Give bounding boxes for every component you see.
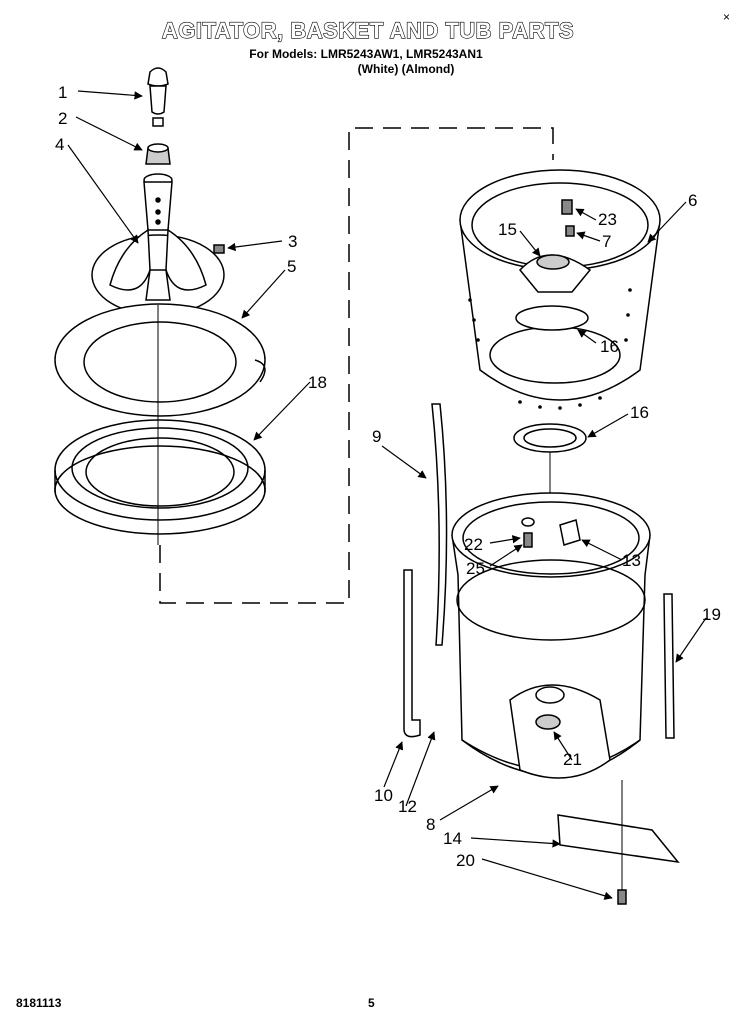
callout-1: 1 bbox=[58, 83, 67, 102]
dashed-assembly-lines bbox=[159, 127, 554, 604]
part-code: 8181113 bbox=[16, 996, 62, 1010]
basket-assembly bbox=[459, 169, 661, 453]
callout-9: 9 bbox=[372, 427, 381, 446]
agitator-assembly bbox=[54, 67, 266, 535]
close-icon[interactable]: × bbox=[722, 10, 730, 24]
tub-assembly bbox=[403, 403, 675, 779]
callout-18: 18 bbox=[308, 373, 327, 392]
callout-labels: 1 2 3 4 5 6 7 8 9 10 12 13 14 15 16 16 1… bbox=[55, 83, 721, 870]
callout-20: 20 bbox=[456, 851, 475, 870]
callout-23: 23 bbox=[598, 210, 617, 229]
callout-16-lower: 16 bbox=[630, 403, 649, 422]
callout-6: 6 bbox=[688, 191, 697, 210]
callout-19: 19 bbox=[702, 605, 721, 624]
colors-line: (White) (Almond) bbox=[357, 62, 455, 76]
callout-leaders bbox=[67, 90, 707, 900]
callout-15: 15 bbox=[498, 220, 517, 239]
callout-14: 14 bbox=[443, 829, 462, 848]
bottom-parts bbox=[557, 814, 680, 905]
callout-4: 4 bbox=[55, 135, 64, 154]
callout-5: 5 bbox=[287, 257, 296, 276]
models-line: For Models: LMR5243AW1, LMR5243AN1 bbox=[249, 47, 483, 61]
callout-3: 3 bbox=[288, 232, 297, 251]
page-title: AGITATOR, BASKET AND TUB PARTS bbox=[161, 17, 575, 43]
callout-21: 21 bbox=[563, 750, 582, 769]
callout-8: 8 bbox=[426, 815, 435, 834]
callout-10: 10 bbox=[374, 786, 393, 805]
callout-25: 25 bbox=[466, 559, 485, 578]
callout-7: 7 bbox=[602, 232, 611, 251]
callout-2: 2 bbox=[58, 109, 67, 128]
callout-22: 22 bbox=[464, 535, 483, 554]
page-number: 5 bbox=[368, 996, 375, 1010]
callout-12: 12 bbox=[398, 797, 417, 816]
callout-13: 13 bbox=[622, 551, 641, 570]
callout-16-upper: 16 bbox=[600, 337, 619, 356]
